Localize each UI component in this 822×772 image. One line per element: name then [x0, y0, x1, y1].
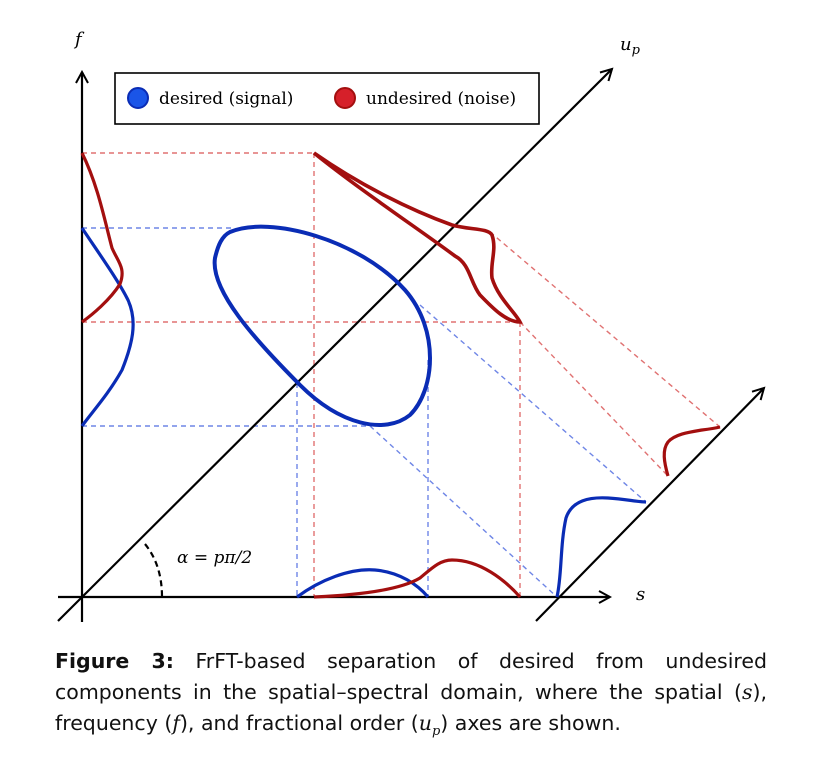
desired-signal-blob: [212, 224, 432, 427]
undesired-up-projection: [662, 425, 721, 477]
up-axis: [57, 69, 612, 622]
undesired-f-projection: [80, 152, 124, 324]
legend-desired-marker: [127, 87, 149, 109]
figure-caption: Figure 3: FrFT-based separation of desir…: [55, 646, 767, 747]
legend-desired-label: desired (signal): [159, 89, 293, 109]
caption-text-1: FrFT-based separation of desired from un…: [55, 649, 767, 704]
legend: desired (signal) undesired (noise): [114, 72, 540, 125]
desired-f-projection: [80, 227, 135, 427]
undesired-projection-guides: [82, 152, 721, 597]
axes: [57, 69, 764, 622]
undesired-s-projection: [313, 558, 522, 599]
f-axis-label: f: [73, 29, 85, 50]
caption-text-4: ) axes are shown.: [440, 711, 621, 735]
projection-axis: [535, 388, 764, 622]
angle-arc: [144, 543, 164, 598]
caption-math-f: f: [172, 711, 180, 735]
frft-diagram: f s up α = pπ/2 desired (signal) undesir…: [57, 29, 822, 622]
desired-up-projection: [555, 496, 647, 598]
figure-label: Figure 3:: [55, 649, 174, 673]
caption-text-3: ), and fractional order (: [179, 711, 419, 735]
undesired-noise-blob: [312, 151, 523, 324]
legend-undesired-marker: [334, 87, 356, 109]
angle-label: α = pπ/2: [177, 548, 252, 568]
desired-projection-guides: [82, 227, 647, 598]
up-axis-label: up: [620, 34, 641, 58]
caption-math-s: s: [741, 680, 753, 704]
legend-undesired-label: undesired (noise): [366, 89, 516, 109]
caption-text-2: ), frequency (: [55, 680, 767, 735]
desired-s-projection: [296, 568, 430, 599]
caption-math-up: up: [418, 711, 441, 740]
s-axis-label: s: [636, 584, 645, 605]
